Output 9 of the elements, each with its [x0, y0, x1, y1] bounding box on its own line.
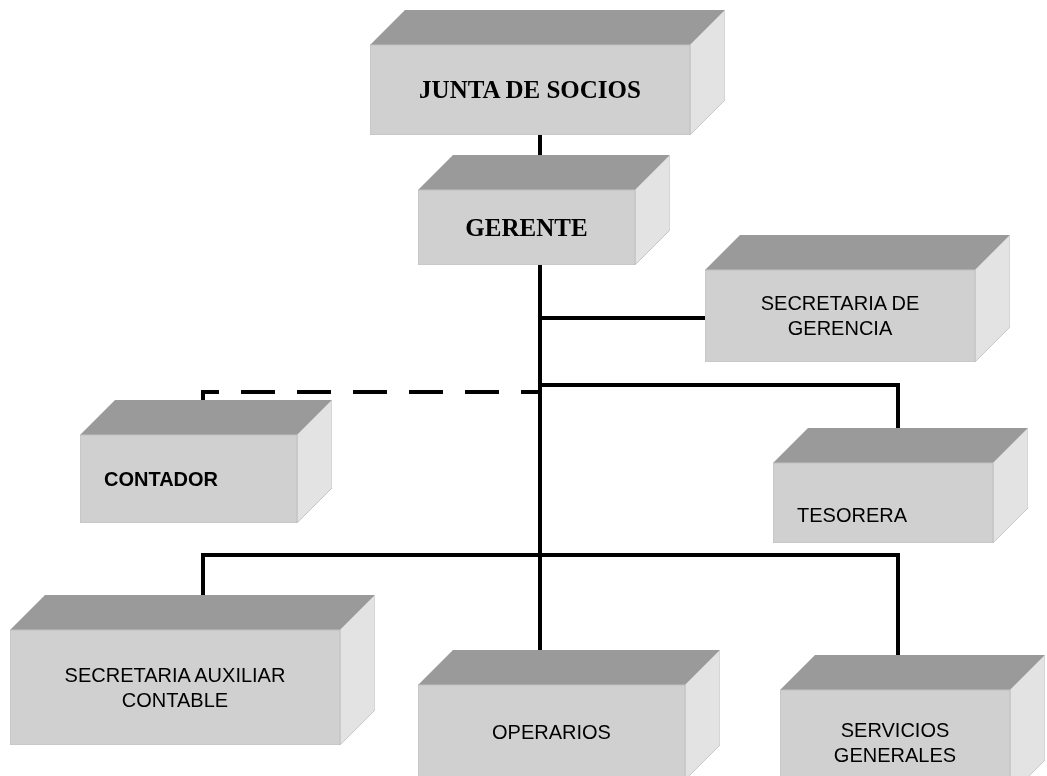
box-label: OPERARIOS	[492, 720, 611, 745]
box-label: SECRETARIA AUXILIAR CONTABLE	[63, 662, 287, 713]
box-label: TESORERA	[797, 502, 908, 528]
box-label: CONTADOR	[104, 466, 219, 492]
box-label: SERVICIOS GENERALES	[832, 717, 958, 768]
connector-line	[538, 135, 542, 155]
box-label: GERENTE	[465, 212, 588, 243]
box-label: SECRETARIA DE GERENCIA	[759, 291, 921, 341]
box-label: JUNTA DE SOCIOS	[419, 75, 641, 106]
